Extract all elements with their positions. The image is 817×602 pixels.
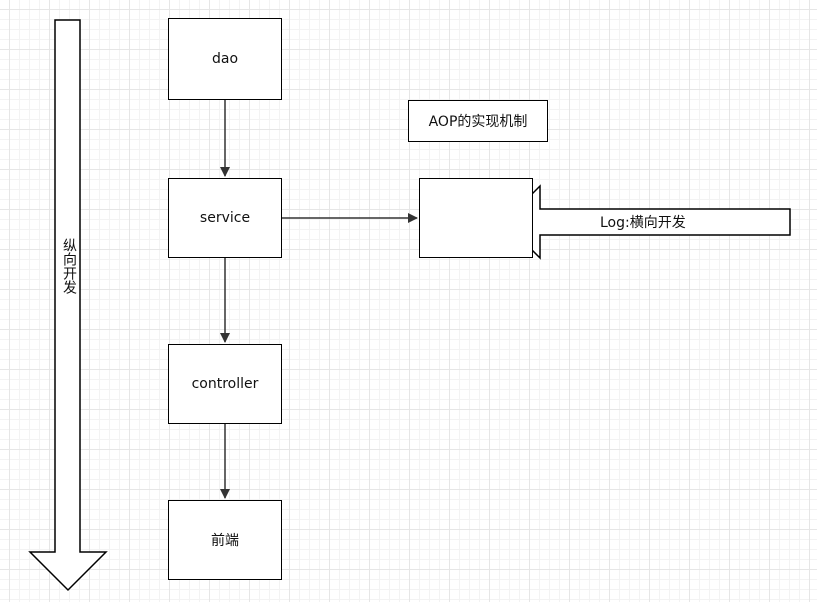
node-frontend-label: 前端: [211, 533, 239, 549]
node-frontend: 前端: [168, 500, 282, 580]
node-controller: controller: [168, 344, 282, 424]
log-horizontal-label: Log:横向开发: [600, 212, 686, 232]
node-controller-label: controller: [191, 376, 259, 392]
aop-title-label: AOP的实现机制: [428, 114, 528, 130]
aop-title-box: AOP的实现机制: [408, 100, 548, 142]
vertical-development-arrow: [28, 19, 108, 592]
log-horizontal-text: Log:横向开发: [600, 215, 686, 231]
node-service: service: [168, 178, 282, 258]
node-service-label: service: [199, 210, 251, 226]
aop-target-box: [419, 178, 533, 258]
vertical-development-label: 纵向开发: [61, 238, 77, 294]
node-dao-label: dao: [211, 51, 239, 67]
node-dao: dao: [168, 18, 282, 100]
